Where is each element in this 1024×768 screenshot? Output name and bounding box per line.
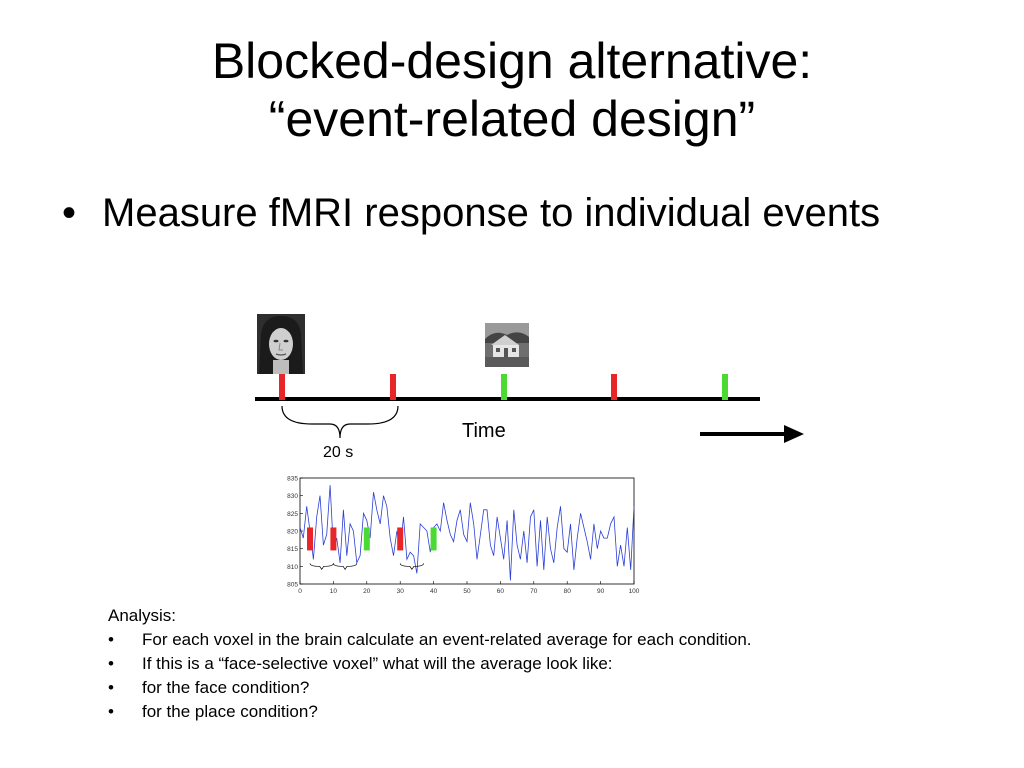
analysis-item: • for the face condition?: [108, 676, 752, 700]
bullet-dot: •: [62, 191, 77, 235]
face-event-bar: [330, 527, 337, 551]
house-photo: [485, 323, 529, 367]
face-event-bar: [397, 527, 404, 551]
x-tick-label: 80: [564, 588, 572, 595]
face-event-marker: [390, 374, 396, 400]
x-tick-label: 40: [430, 588, 438, 595]
analysis-item-text: for the face condition?: [142, 678, 310, 697]
bullet-dot: •: [108, 678, 114, 697]
y-tick-label: 810: [287, 564, 298, 571]
x-tick-label: 60: [497, 588, 505, 595]
x-tick-label: 20: [363, 588, 371, 595]
x-tick-label: 70: [530, 588, 538, 595]
x-tick-label: 0: [298, 588, 302, 595]
analysis-item: • For each voxel in the brain calculate …: [108, 628, 752, 652]
timeline-axis: [255, 397, 760, 401]
interval-label: 20 s: [323, 444, 354, 461]
bullet-dot: •: [108, 630, 114, 649]
place-event-marker: [501, 374, 507, 400]
x-tick-label: 90: [597, 588, 605, 595]
y-tick-label: 825: [287, 511, 298, 518]
analysis-item-text: for the place condition?: [142, 702, 318, 721]
x-tick-label: 50: [463, 588, 471, 595]
title-line-1: Blocked-design alternative:: [211, 33, 813, 89]
x-tick-label: 10: [330, 588, 338, 595]
analysis-item: • for the place condition?: [108, 700, 752, 724]
analysis-item-text: If this is a “face-selective voxel” what…: [142, 654, 613, 673]
analysis-section: Analysis: • For each voxel in the brain …: [108, 604, 752, 724]
face-event-marker: [279, 374, 285, 400]
place-event-bar: [363, 527, 370, 551]
bullet-dot: •: [108, 702, 114, 721]
slide-title: Blocked-design alternative: “event-relat…: [0, 32, 1024, 148]
y-tick-label: 835: [287, 476, 298, 483]
bullet-text: Measure fMRI response to individual even…: [102, 191, 881, 235]
x-tick-label: 100: [629, 588, 640, 595]
y-tick-label: 815: [287, 546, 298, 553]
analysis-item: • If this is a “face-selective voxel” wh…: [108, 652, 752, 676]
title-line-2: “event-related design”: [268, 91, 756, 147]
place-event-bar: [430, 527, 437, 551]
interval-brace: [399, 563, 424, 570]
time-arrow-icon: [700, 425, 804, 443]
y-tick-label: 820: [287, 529, 298, 536]
place-event-marker: [722, 374, 728, 400]
analysis-item-text: For each voxel in the brain calculate an…: [142, 630, 752, 649]
interval-brace: [281, 405, 399, 439]
analysis-heading: Analysis:: [108, 606, 177, 625]
face-event-marker: [611, 374, 617, 400]
plot-frame: [299, 477, 635, 585]
signal-line: [299, 485, 635, 581]
face-event-bar: [307, 527, 314, 551]
interval-brace: [309, 563, 334, 570]
y-tick-label: 805: [287, 582, 298, 589]
x-tick-label: 30: [397, 588, 405, 595]
bullet-dot: •: [108, 654, 114, 673]
face-photo: [257, 314, 305, 374]
interval-brace: [333, 563, 358, 570]
time-label: Time: [462, 420, 506, 442]
y-tick-label: 830: [287, 493, 298, 500]
